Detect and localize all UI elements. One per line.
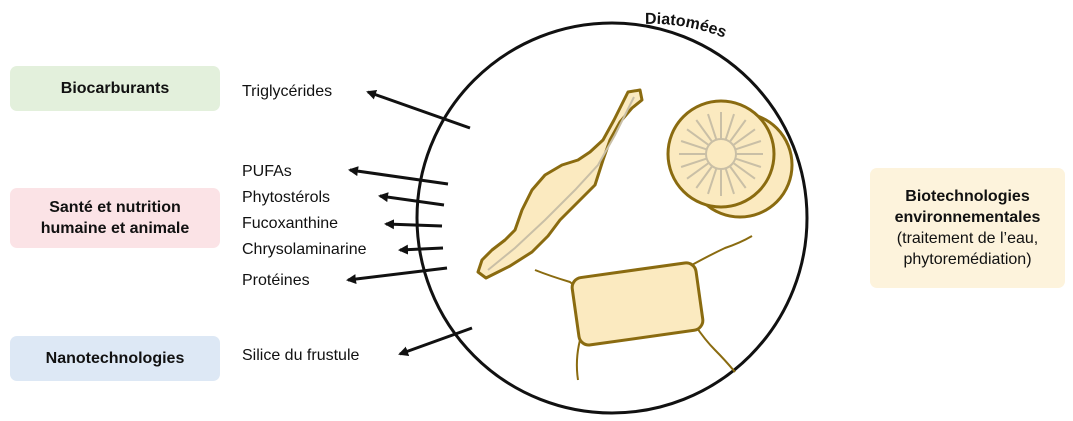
arrow-chrysolaminarine — [400, 248, 443, 250]
diatom-circle — [417, 23, 807, 413]
arrow-fucoxanthine — [386, 224, 442, 226]
